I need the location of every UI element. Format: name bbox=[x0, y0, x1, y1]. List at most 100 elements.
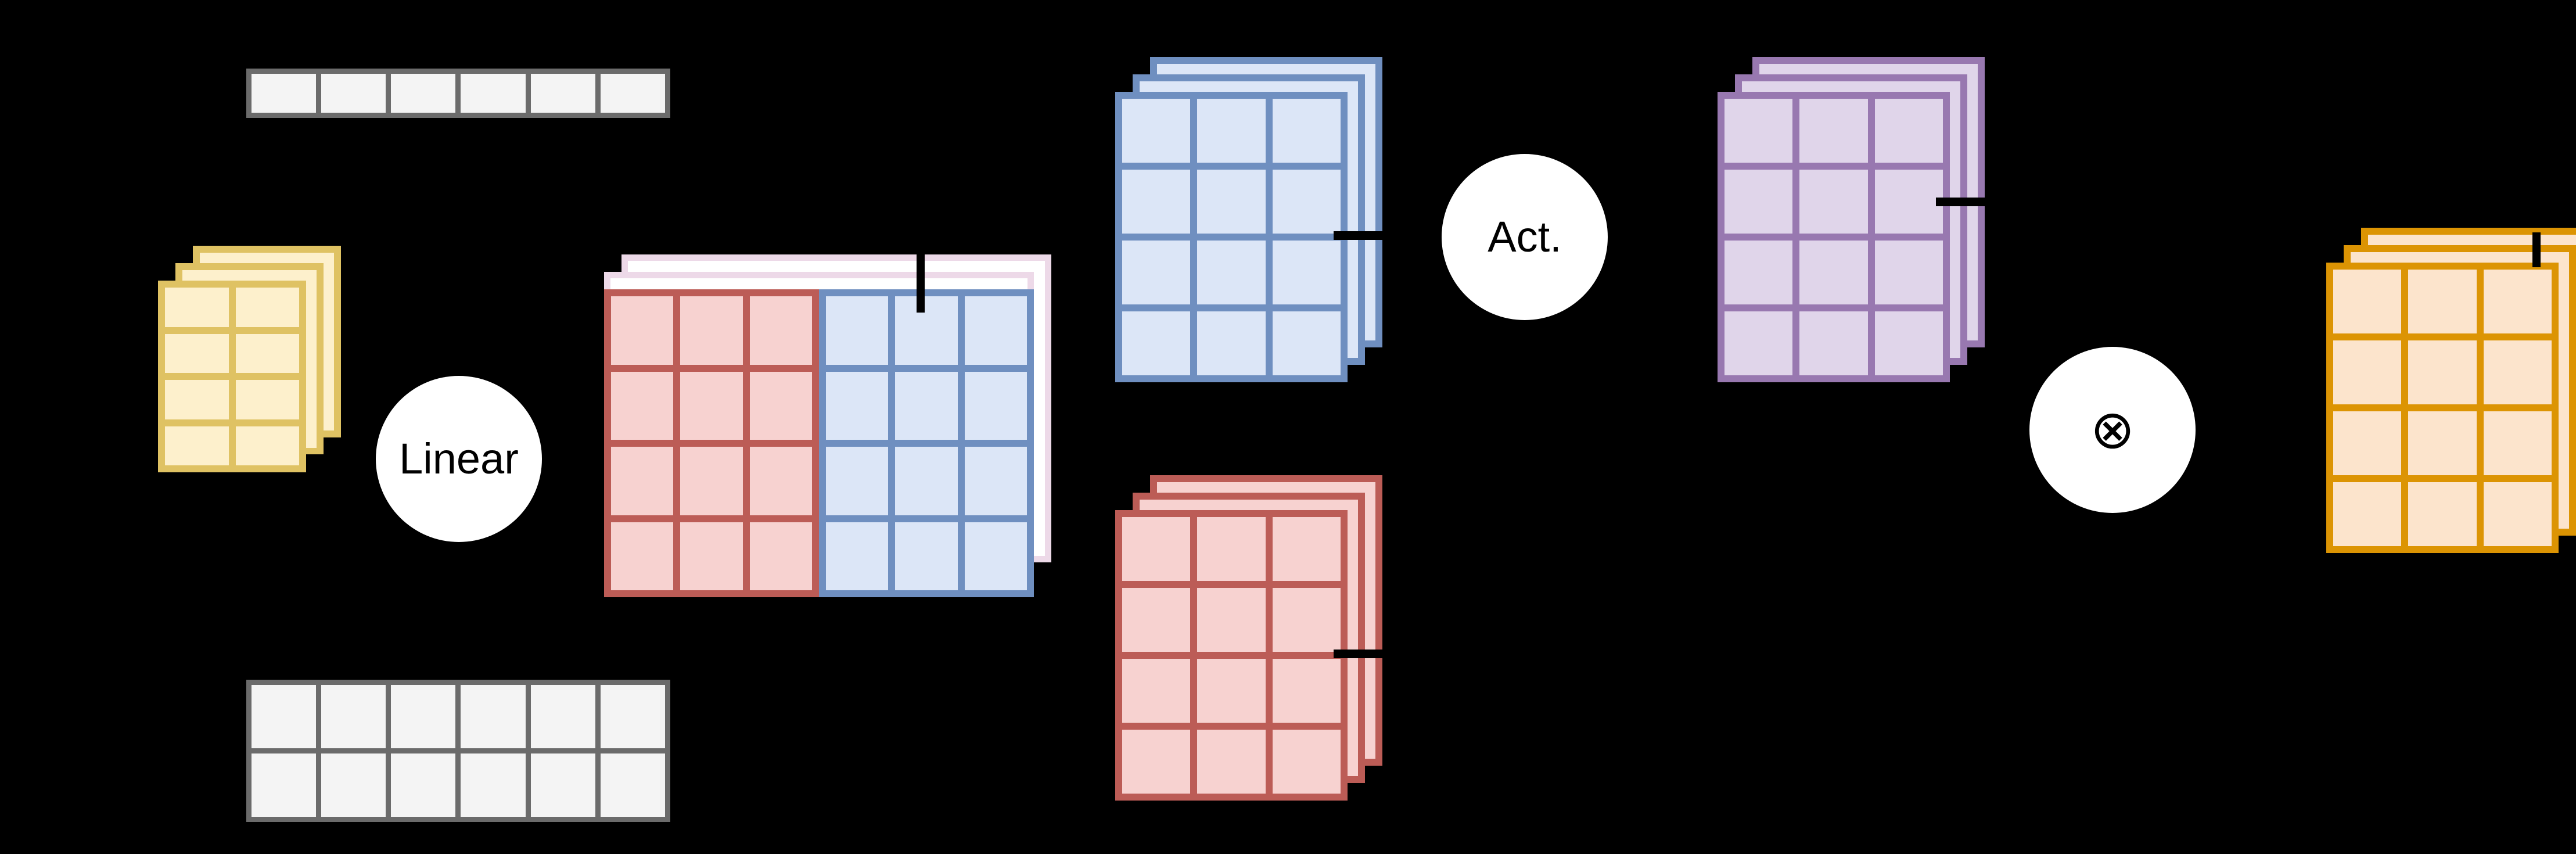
token-cell bbox=[321, 753, 386, 817]
tensor-cell bbox=[1799, 241, 1868, 304]
tensor-cell bbox=[1272, 659, 1341, 723]
tensor-cell bbox=[2333, 411, 2402, 475]
tensor-cell bbox=[1272, 170, 1341, 234]
tensor-cell bbox=[895, 522, 958, 590]
tensor-cell bbox=[1724, 99, 1793, 163]
tensor-cell bbox=[165, 426, 229, 465]
tensor-cell bbox=[1197, 588, 1266, 652]
token-cell bbox=[530, 74, 595, 113]
tensor-cell bbox=[611, 296, 674, 365]
tensor-cell bbox=[680, 296, 743, 365]
connector-gate-to-activation bbox=[1334, 231, 1386, 240]
activation-op-node[interactable]: Act. bbox=[1442, 154, 1608, 320]
connector-output-handle bbox=[2532, 232, 2541, 267]
tensor-cell bbox=[895, 371, 958, 440]
tensor-cell bbox=[1272, 730, 1341, 794]
tensor-cell bbox=[1122, 170, 1191, 234]
tensor-cell bbox=[964, 371, 1027, 440]
tensor-cell bbox=[1799, 170, 1868, 234]
tensor-cell bbox=[749, 447, 812, 515]
tensor-cell bbox=[1874, 311, 1943, 375]
tensor-cell bbox=[895, 447, 958, 515]
token-cell bbox=[600, 685, 665, 748]
tensor-cell bbox=[611, 371, 674, 440]
token-cell bbox=[321, 74, 386, 113]
tensor-cell bbox=[749, 296, 812, 365]
elementwise-multiply-op-node[interactable]: ⊗ bbox=[2029, 347, 2196, 513]
tensor-cell bbox=[1272, 517, 1341, 581]
multiply-icon: ⊗ bbox=[2090, 400, 2135, 460]
tensor-cell bbox=[1197, 241, 1266, 304]
tensor-cell bbox=[749, 371, 812, 440]
value-branch-tensor-red bbox=[1115, 510, 1348, 801]
activated-tensor-purple bbox=[1718, 92, 1950, 382]
tensor-cell bbox=[1197, 730, 1266, 794]
token-cell bbox=[461, 74, 526, 113]
token-grid-bottom bbox=[246, 680, 670, 822]
tensor-cell bbox=[826, 522, 889, 590]
token-cell bbox=[530, 685, 595, 748]
gate-branch-tensor-blue bbox=[1115, 92, 1348, 382]
linear-op-node[interactable]: Linear bbox=[376, 376, 542, 542]
tensor-cell bbox=[611, 447, 674, 515]
token-cell bbox=[252, 753, 317, 817]
tensor-cell bbox=[1799, 99, 1868, 163]
tensor-cell bbox=[1197, 659, 1266, 723]
tensor-cell bbox=[2483, 340, 2552, 404]
token-cell bbox=[600, 753, 665, 817]
tensor-cell bbox=[235, 288, 299, 327]
tensor-cell bbox=[1197, 311, 1266, 375]
projected-tensor-red-half bbox=[604, 289, 819, 597]
token-cell bbox=[252, 685, 317, 748]
activation-op-label: Act. bbox=[1488, 213, 1562, 261]
tensor-cell bbox=[1122, 588, 1191, 652]
tensor-cell bbox=[1272, 241, 1341, 304]
token-cell bbox=[321, 685, 386, 748]
tensor-cell bbox=[1122, 99, 1191, 163]
tensor-cell bbox=[1122, 730, 1191, 794]
tensor-cell bbox=[2408, 270, 2477, 333]
tensor-cell bbox=[1197, 517, 1266, 581]
tensor-cell bbox=[1874, 170, 1943, 234]
tensor-cell bbox=[2408, 482, 2477, 546]
tensor-cell bbox=[2408, 340, 2477, 404]
connector-input-to-linear bbox=[306, 454, 370, 463]
tensor-cell bbox=[826, 371, 889, 440]
tensor-cell bbox=[1122, 517, 1191, 581]
connector-projected-handle bbox=[917, 254, 925, 313]
tensor-cell bbox=[235, 333, 299, 373]
tensor-cell bbox=[2333, 270, 2402, 333]
tensor-cell bbox=[826, 447, 889, 515]
tensor-cell bbox=[165, 288, 229, 327]
tensor-cell bbox=[235, 426, 299, 465]
tensor-cell bbox=[964, 296, 1027, 365]
tensor-cell bbox=[1122, 311, 1191, 375]
token-cell bbox=[391, 74, 456, 113]
token-cell bbox=[252, 74, 317, 113]
output-tensor-orange bbox=[2326, 263, 2559, 553]
token-cell bbox=[530, 753, 595, 817]
tensor-cell bbox=[826, 296, 889, 365]
token-grid-top bbox=[246, 69, 670, 118]
tensor-cell bbox=[165, 380, 229, 419]
token-cell bbox=[600, 74, 665, 113]
tensor-cell bbox=[964, 522, 1027, 590]
tensor-cell bbox=[1197, 99, 1266, 163]
tensor-cell bbox=[680, 447, 743, 515]
tensor-cell bbox=[895, 296, 958, 365]
tensor-cell bbox=[1724, 170, 1793, 234]
token-cell bbox=[461, 753, 526, 817]
tensor-cell bbox=[1197, 170, 1266, 234]
tensor-cell bbox=[1799, 311, 1868, 375]
connector-activated-handle bbox=[1936, 198, 1988, 206]
tensor-cell bbox=[680, 371, 743, 440]
linear-op-label: Linear bbox=[399, 435, 519, 483]
tensor-cell bbox=[964, 447, 1027, 515]
tensor-cell bbox=[680, 522, 743, 590]
tensor-cell bbox=[611, 522, 674, 590]
tensor-cell bbox=[2483, 411, 2552, 475]
tensor-cell bbox=[2408, 411, 2477, 475]
tensor-cell bbox=[749, 522, 812, 590]
tensor-cell bbox=[1122, 659, 1191, 723]
